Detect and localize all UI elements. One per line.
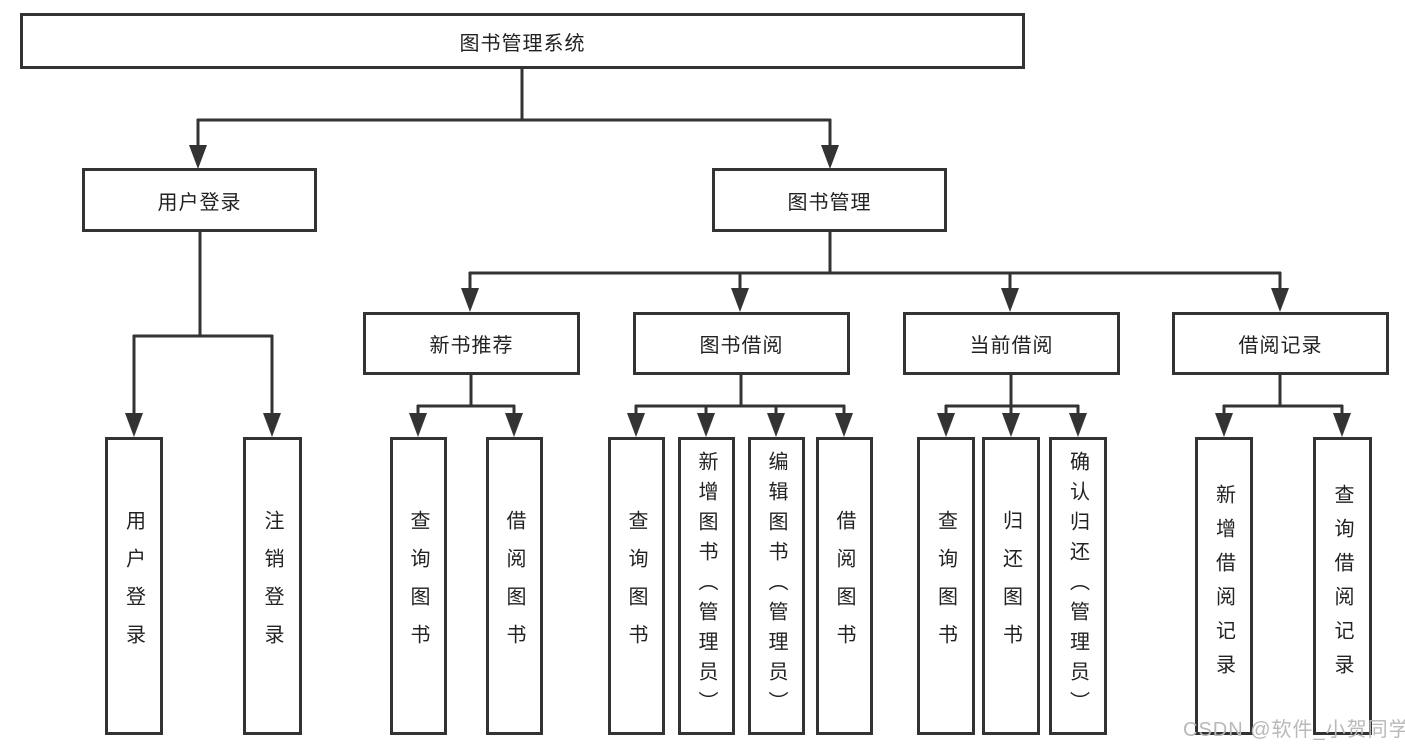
- leaf-borrow-books-recommend: 借阅图书: [486, 437, 543, 735]
- leaf-return-books-label: 归还图书: [999, 510, 1022, 662]
- node-borrow-records: 借阅记录: [1172, 312, 1389, 375]
- leaf-return-books: 归还图书: [982, 437, 1040, 735]
- leaf-borrow-books-borrow-label: 借阅图书: [833, 510, 855, 662]
- node-book-borrow: 图书借阅: [633, 312, 850, 375]
- node-book-management: 图书管理: [712, 168, 947, 232]
- leaf-query-books-recommend-label: 查询图书: [407, 510, 429, 662]
- leaf-add-books-admin: 新增图书（管理员）: [678, 437, 735, 735]
- leaf-query-books-borrow: 查询图书: [608, 437, 665, 735]
- leaf-query-borrow-record: 查询借阅记录: [1313, 437, 1372, 735]
- leaf-user-login: 用户登录: [105, 437, 163, 735]
- leaf-query-books-current-label: 查询图书: [934, 510, 957, 662]
- node-user-login: 用户登录: [82, 168, 317, 232]
- leaf-logout-login: 注销登录: [243, 437, 302, 735]
- leaf-add-books-admin-label: 新增图书（管理员）: [695, 451, 717, 721]
- connector-strokes: [132, 68, 1344, 416]
- leaf-add-borrow-record: 新增借阅记录: [1195, 437, 1253, 735]
- csdn-watermark: CSDN @软件_小贺同学: [1183, 719, 1405, 741]
- leaf-edit-books-admin: 编辑图书（管理员）: [748, 437, 805, 735]
- leaf-edit-books-admin-label: 编辑图书（管理员）: [765, 451, 787, 721]
- leaf-query-books-current: 查询图书: [917, 437, 975, 735]
- leaf-user-login-label: 用户登录: [122, 510, 145, 662]
- leaf-add-borrow-record-label: 新增借阅记录: [1212, 484, 1235, 688]
- leaf-query-borrow-record-label: 查询借阅记录: [1331, 484, 1353, 688]
- leaf-borrow-books-recommend-label: 借阅图书: [503, 510, 525, 662]
- leaf-query-books-borrow-label: 查询图书: [625, 510, 647, 662]
- leaf-logout-login-label: 注销登录: [261, 510, 283, 662]
- node-current-borrow: 当前借阅: [903, 312, 1120, 375]
- leaf-confirm-return-admin: 确认归还（管理员）: [1049, 437, 1107, 735]
- leaf-query-books-recommend: 查询图书: [390, 437, 447, 735]
- arrowheads: [125, 145, 1351, 437]
- leaf-confirm-return-admin-label: 确认归还（管理员）: [1066, 451, 1089, 721]
- leaf-borrow-books-borrow: 借阅图书: [816, 437, 873, 735]
- node-new-book-recommend: 新书推荐: [363, 312, 580, 375]
- node-root-library-system: 图书管理系统: [20, 13, 1025, 69]
